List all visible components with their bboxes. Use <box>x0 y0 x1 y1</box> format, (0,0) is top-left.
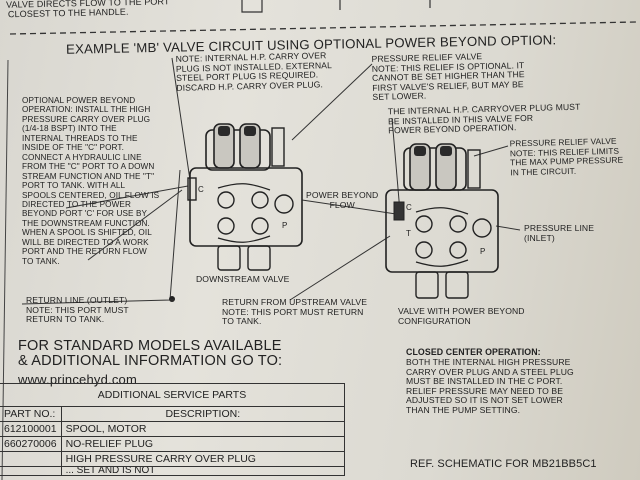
part-number-cell: 612100001 <box>0 421 62 437</box>
label-power-beyond-flow: POWER BEYOND FLOW <box>306 190 379 210</box>
label-valve-config: VALVE WITH POWER BEYOND CONFIGURATION <box>398 306 525 326</box>
note-relief-valve-2: PRESSURE RELIEF VALVE NOTE: THIS RELIEF … <box>509 135 624 178</box>
downstream-port-p: P <box>282 221 287 230</box>
note-hp-plug: NOTE: INTERNAL H.P. CARRY OVER PLUG IS N… <box>175 50 333 93</box>
label-downstream-valve: DOWNSTREAM VALVE <box>196 274 290 284</box>
table-row: 612100001 SPOOL, MOTOR <box>0 421 346 437</box>
table-title-row: ADDITIONAL SERVICE PARTS <box>0 383 345 407</box>
col-desc-header: DESCRIPTION: <box>60 406 346 422</box>
part-desc-cell: NO-RELIEF PLUG <box>60 436 346 452</box>
partial-row-cell: ... SET AND IS NOT <box>60 466 346 476</box>
note-internal-plug: THE INTERNAL H.P. CARRYOVER PLUG MUST BE… <box>387 101 581 136</box>
label-pressure-line: PRESSURE LINE (INLET) <box>524 223 595 243</box>
pb-port-c: C <box>406 203 412 212</box>
closed-center-title: CLOSED CENTER OPERATION: <box>406 347 541 357</box>
table-header-row: PART NO.: DESCRIPTION: <box>0 406 346 422</box>
downstream-valve-drawing: P C <box>187 123 303 271</box>
info-line1: FOR STANDARD MODELS AVAILABLE <box>18 338 282 354</box>
note-relief-valve: PRESSURE RELIEF VALVE NOTE: THIS RELIEF … <box>371 51 525 103</box>
downstream-port-c: C <box>198 185 204 194</box>
power-beyond-valve-drawing: P C T <box>385 143 499 299</box>
table-row: 660270006 NO-RELIEF PLUG <box>0 436 346 452</box>
note-return-upstream: RETURN FROM UPSTREAM VALVE NOTE: THIS PO… <box>222 297 368 327</box>
dashed-divider <box>9 21 637 35</box>
closed-center-body: BOTH THE INTERNAL HIGH PRESSURE CARRY OV… <box>406 357 574 415</box>
service-parts-table: ADDITIONAL SERVICE PARTS PART NO.: DESCR… <box>0 383 346 476</box>
table-row: ... SET AND IS NOT <box>0 466 346 476</box>
note-return-line: RETURN LINE (OUTLET) NOTE: THIS PORT MUS… <box>26 295 129 325</box>
pb-port-p: P <box>480 247 485 256</box>
top-bracket-right <box>339 0 431 10</box>
part-number-cell: 660270006 <box>0 436 62 452</box>
table-title: ADDITIONAL SERVICE PARTS <box>0 383 345 407</box>
pb-port-t: T <box>406 229 411 238</box>
info-line2: & ADDITIONAL INFORMATION GO TO: <box>18 353 283 369</box>
top-bracket-left <box>241 0 263 13</box>
table-row: HIGH PRESSURE CARRY OVER PLUG <box>0 451 346 467</box>
part-desc-cell: HIGH PRESSURE CARRY OVER PLUG <box>60 451 346 467</box>
part-desc-cell: SPOOL, MOTOR <box>60 421 346 437</box>
col-part-header: PART NO.: <box>0 406 62 422</box>
part-number-cell <box>0 451 62 467</box>
ref-schematic: REF. SCHEMATIC FOR MB21BB5C1 <box>410 458 597 470</box>
note-optional-power-beyond: OPTIONAL POWER BEYOND OPERATION: INSTALL… <box>22 96 160 266</box>
